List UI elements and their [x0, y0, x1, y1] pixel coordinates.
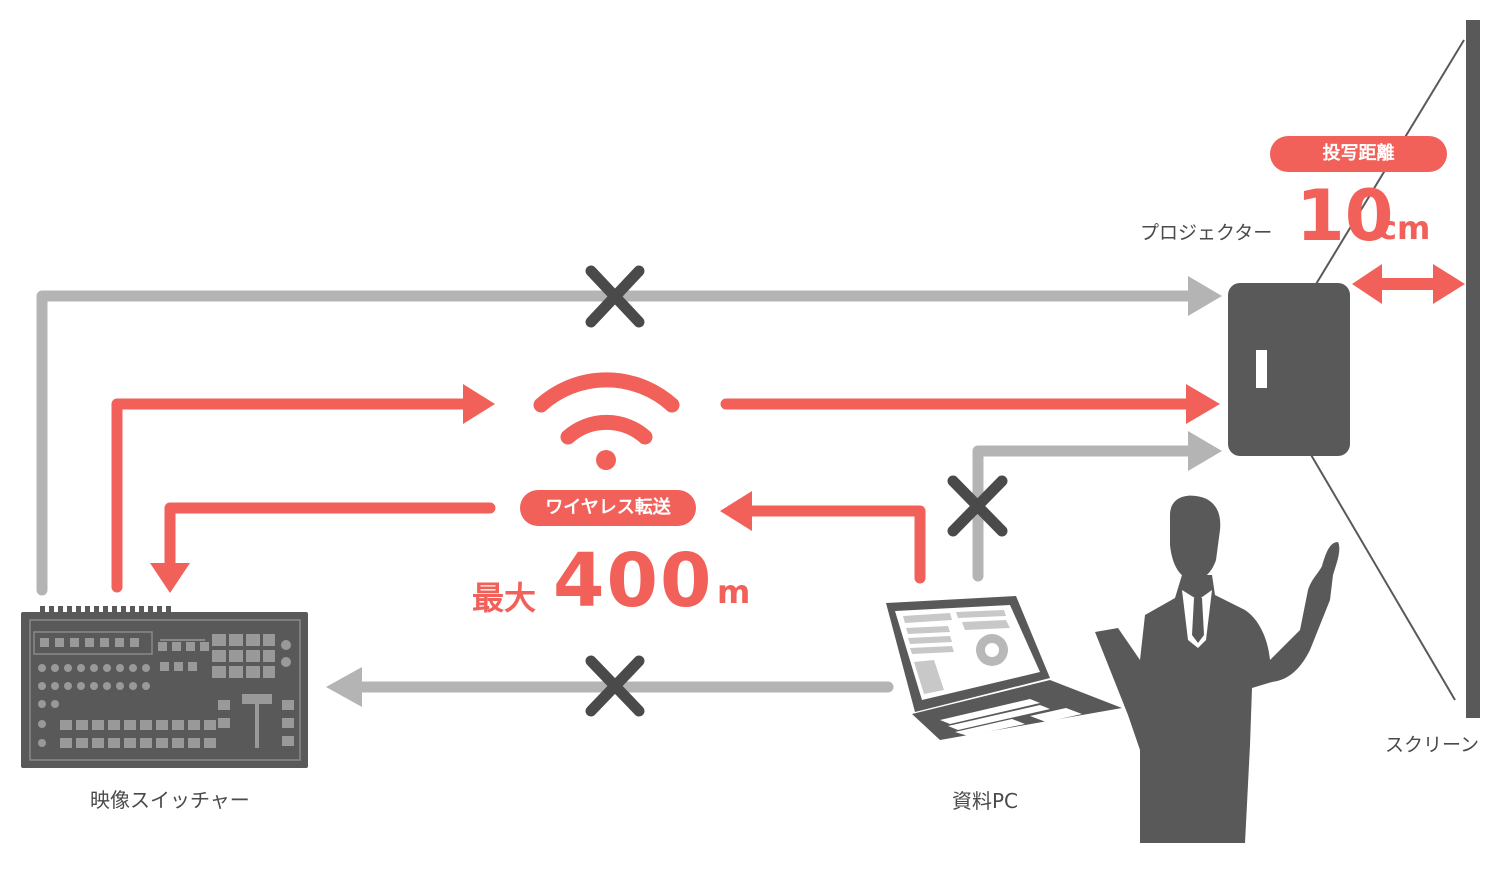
- wireless-route-switcher-in: [150, 502, 496, 593]
- distance-value: 400: [553, 538, 714, 624]
- wired-route-top: [36, 276, 1222, 596]
- wifi-icon: [533, 372, 680, 470]
- distance-unit: m: [717, 573, 751, 611]
- wired-route-pc-projector: [972, 431, 1222, 582]
- projector-label: プロジェクター: [1140, 222, 1273, 244]
- pc-label: 資料PC: [952, 789, 1019, 813]
- throw-distance-arrow: [1352, 264, 1465, 304]
- cross-icon: [585, 265, 645, 328]
- wireless-route-projector-in: [720, 384, 1220, 424]
- laptop-icon: [886, 596, 1122, 740]
- presenter-shirt: [1182, 590, 1212, 648]
- projector-icon: [1228, 283, 1350, 456]
- throw-distance-value: 10: [1296, 175, 1394, 257]
- cross-icon: [947, 475, 1008, 537]
- wireless-route-switcher-out: [111, 384, 495, 593]
- wireless-badge: ワイヤレス転送: [520, 490, 696, 526]
- screen-label: スクリーン: [1385, 734, 1480, 756]
- video-switcher-icon: [21, 606, 308, 768]
- wired-route-bottom: [326, 667, 894, 707]
- cross-icon: [585, 655, 645, 717]
- presenter-silhouette: [1095, 495, 1340, 843]
- distance-prefix: 最大: [472, 579, 537, 617]
- throw-distance-badge: 投写距離: [1270, 136, 1447, 172]
- wireless-route-pc-out: [720, 491, 926, 584]
- throw-distance-unit: cm: [1378, 209, 1431, 247]
- switcher-label: 映像スイッチャー: [90, 788, 250, 812]
